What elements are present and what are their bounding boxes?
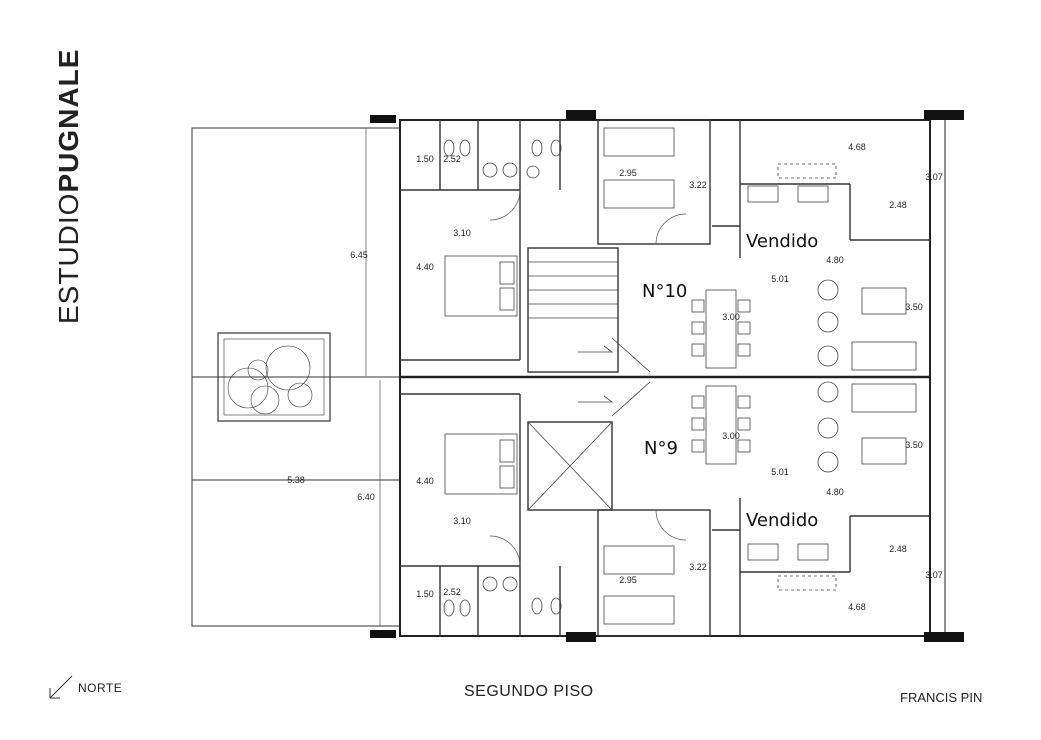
brand-logo: ESTUDIOPUGNALE xyxy=(53,49,84,324)
dim-bath-depth-bottom: 2.52 xyxy=(443,587,461,597)
dim-bed2-width-top: 2.95 xyxy=(619,168,637,178)
tree-icon xyxy=(227,345,313,415)
dim-living-depth-top: 3.50 xyxy=(905,302,923,312)
unit-10-label: N°10 xyxy=(642,281,687,302)
dim-bed2-depth-top: 3.22 xyxy=(689,180,707,190)
dim-master-depth-bottom: 4.40 xyxy=(416,476,434,486)
north-arrow-icon xyxy=(49,675,73,699)
dim-living-width-top: 4.80 xyxy=(826,255,844,265)
floor-title: SEGUNDO PISO xyxy=(464,683,594,700)
dim-kitchen-width-bottom: 2.48 xyxy=(889,544,907,554)
street-name: FRANCIS PIN xyxy=(900,690,983,705)
dim-kitchen-width-top: 2.48 xyxy=(889,200,907,210)
dim-master-width-bottom: 3.10 xyxy=(453,516,471,526)
dim-terrace-depth-top: 3.07 xyxy=(925,172,943,182)
svg-text:ESTUDIOPUGNALE: ESTUDIOPUGNALE xyxy=(53,49,84,324)
dim-living-width-bottom: 4.80 xyxy=(826,487,844,497)
dim-terrace-width-top: 4.68 xyxy=(848,142,866,152)
dim-bath-width-top: 1.50 xyxy=(416,154,434,164)
north-label: NORTE xyxy=(78,681,123,695)
dim-patio-depth-top: 6.45 xyxy=(350,250,368,260)
dim-table-length-bottom: 3.00 xyxy=(722,431,740,441)
dim-bed2-depth-bottom: 3.22 xyxy=(689,562,707,572)
dim-table-length-top: 3.00 xyxy=(722,312,740,322)
dim-master-depth-top: 4.40 xyxy=(416,262,434,272)
dim-living-length-top: 5.01 xyxy=(771,274,789,284)
tree-planter xyxy=(217,332,331,422)
unit-9-status: Vendido xyxy=(746,510,818,531)
dim-living-depth-bottom: 3.50 xyxy=(905,440,923,450)
dim-patio-width: 5.38 xyxy=(287,475,305,485)
dim-bath-depth-top: 2.52 xyxy=(443,154,461,164)
brand-bold-text: PUGNALE xyxy=(53,49,84,193)
dim-living-length-bottom: 5.01 xyxy=(771,467,789,477)
dim-patio-depth-bottom: 6.40 xyxy=(357,492,375,502)
dim-terrace-width-bottom: 4.68 xyxy=(848,602,866,612)
brand-light-text: ESTUDIO xyxy=(53,193,84,324)
dim-bath-width-bottom: 1.50 xyxy=(416,589,434,599)
dim-master-width-top: 3.10 xyxy=(453,228,471,238)
dim-bed2-width-bottom: 2.95 xyxy=(619,575,637,585)
unit-10-status: Vendido xyxy=(746,231,818,252)
dim-terrace-depth-bottom: 3.07 xyxy=(925,570,943,580)
unit-9-label: N°9 xyxy=(644,438,678,459)
